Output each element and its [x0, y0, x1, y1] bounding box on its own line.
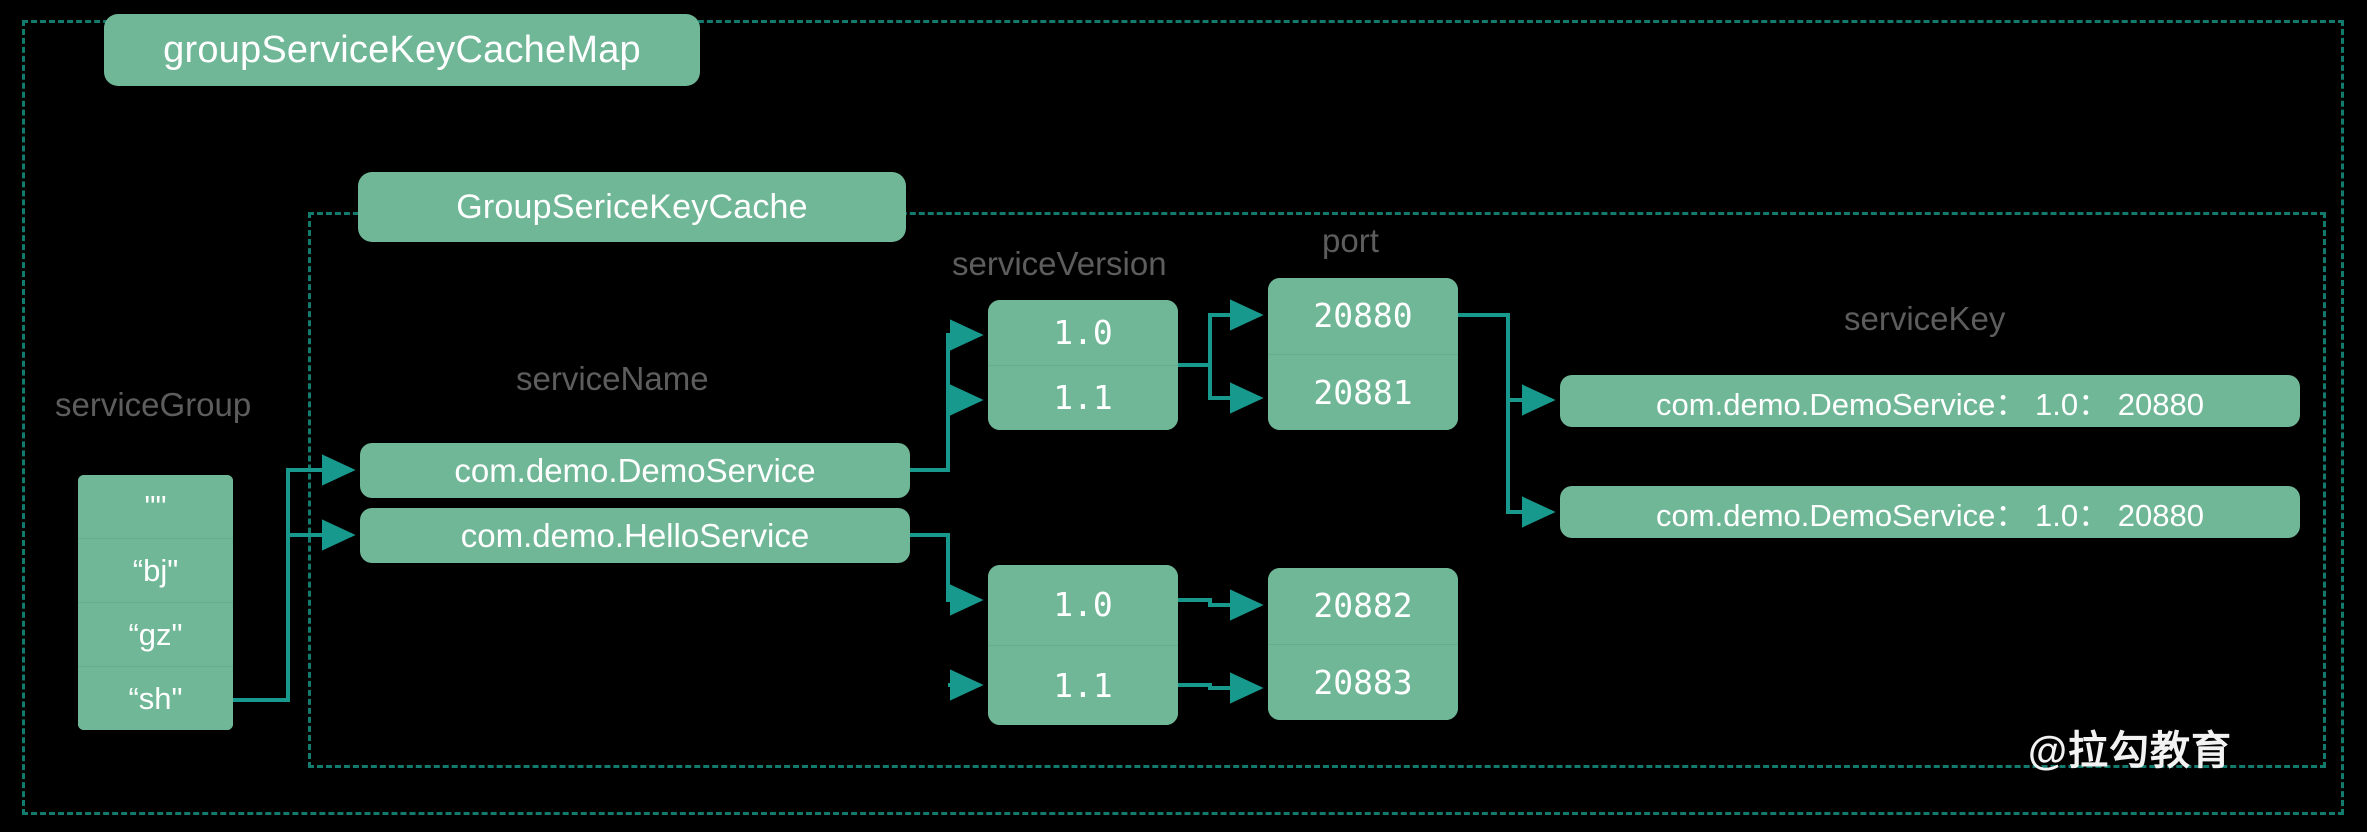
caption-service-name: serviceName — [516, 360, 709, 397]
service-group-cell: “bj" — [78, 538, 233, 602]
service-group-cell: “sh" — [78, 666, 233, 730]
port-cell: 20881 — [1268, 353, 1458, 430]
service-version-cell: 1.1 — [988, 364, 1178, 430]
caption-service-group: serviceGroup — [55, 386, 252, 423]
port-cell: 20880 — [1268, 278, 1458, 354]
service-version-cell: 1.0 — [988, 565, 1178, 645]
outer-map-container — [22, 20, 2344, 815]
service-version-cell: 1.1 — [988, 644, 1178, 725]
service-group-cell: “gz" — [78, 602, 233, 666]
title-group-service-key-cache-map: groupServiceKeyCacheMap — [104, 14, 700, 86]
service-group-stack: "" “bj" “gz" “sh" — [78, 475, 233, 730]
title-group-serice-key-cache: GroupSericeKeyCache — [358, 172, 906, 242]
service-name-demo-service: com.demo.DemoService — [360, 443, 910, 498]
watermark: @拉勾教育 — [2028, 729, 2233, 773]
service-key-row: com.demo.DemoService： 1.0： 20880 — [1560, 375, 2300, 427]
caption-port: port — [1322, 222, 1379, 259]
port-cell: 20883 — [1268, 643, 1458, 720]
port-cell: 20882 — [1268, 568, 1458, 644]
caption-service-key: serviceKey — [1844, 300, 2006, 337]
port-stack-lower: 20882 20883 — [1268, 568, 1458, 720]
service-key-row: com.demo.DemoService： 1.0： 20880 — [1560, 486, 2300, 538]
service-version-stack-demo: 1.0 1.1 — [988, 300, 1178, 430]
service-version-stack-hello: 1.0 1.1 — [988, 565, 1178, 725]
caption-service-version: serviceVersion — [952, 245, 1167, 282]
port-stack-upper: 20880 20881 — [1268, 278, 1458, 430]
service-name-hello-service: com.demo.HelloService — [360, 508, 910, 563]
service-version-cell: 1.0 — [988, 300, 1178, 365]
service-group-cell: "" — [78, 475, 233, 538]
